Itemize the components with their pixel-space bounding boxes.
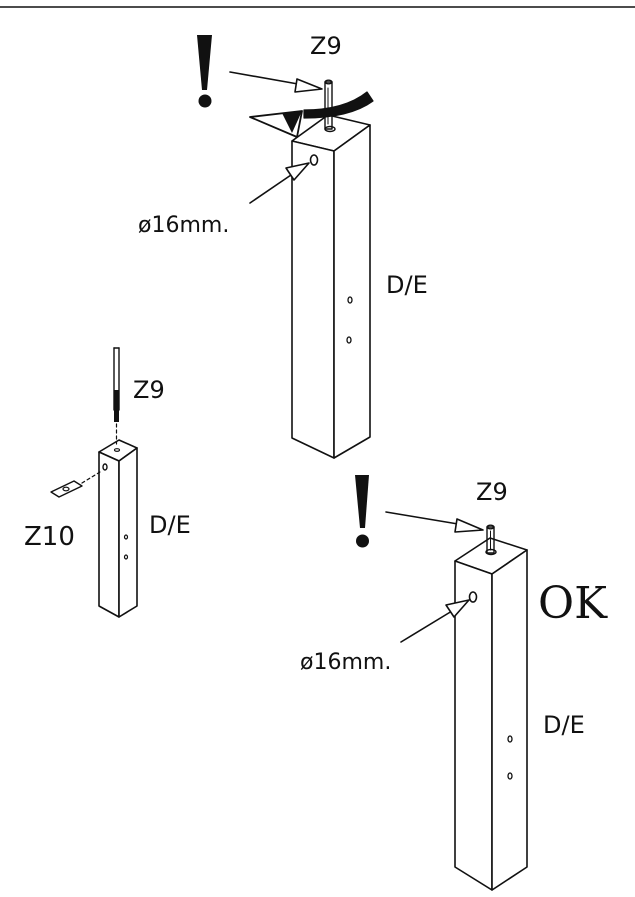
cam-lock-z10: [50, 471, 101, 498]
exclamation-mark-icon: [355, 475, 369, 548]
leg-small: [98, 439, 138, 618]
leg-top-side-face: [333, 124, 371, 459]
label-leg-small: D/E: [149, 511, 191, 539]
hole-pointer-top: [249, 162, 310, 204]
leg-bottom-side-face: [491, 549, 528, 891]
leg-small-front-face: [98, 451, 120, 618]
pin-bottom: [486, 524, 495, 554]
label-pin-small: Z9: [133, 376, 165, 404]
leg-top: [291, 114, 371, 459]
pin-small: [113, 347, 120, 445]
pointer-arrow-top: [229, 71, 323, 93]
hole-pointer-bottom: [400, 599, 470, 643]
leg-bottom: [454, 537, 528, 891]
label-leg-bottom: D/E: [543, 711, 585, 739]
label-pin-top: Z9: [310, 32, 342, 60]
leg-top-screw-hole-2: [346, 336, 352, 344]
leg-top-screw-hole-1: [347, 296, 353, 304]
pointer-arrow-bottom: [385, 511, 484, 533]
label-ok: OK: [538, 578, 608, 629]
label-pin-bottom: Z9: [476, 478, 508, 506]
leg-small-side-face: [118, 447, 138, 618]
leg-top-front-face: [291, 140, 335, 459]
curved-arrow-icon: [249, 91, 374, 138]
exclamation-mark-icon: [197, 35, 212, 108]
label-leg-top: D/E: [386, 271, 428, 299]
label-cam-small: Z10: [24, 522, 75, 552]
label-hole-bottom: ø16mm.: [300, 650, 391, 675]
pin-top: [324, 79, 333, 130]
label-hole-top: ø16mm.: [138, 213, 229, 238]
leg-top-hole-side: [309, 154, 319, 166]
